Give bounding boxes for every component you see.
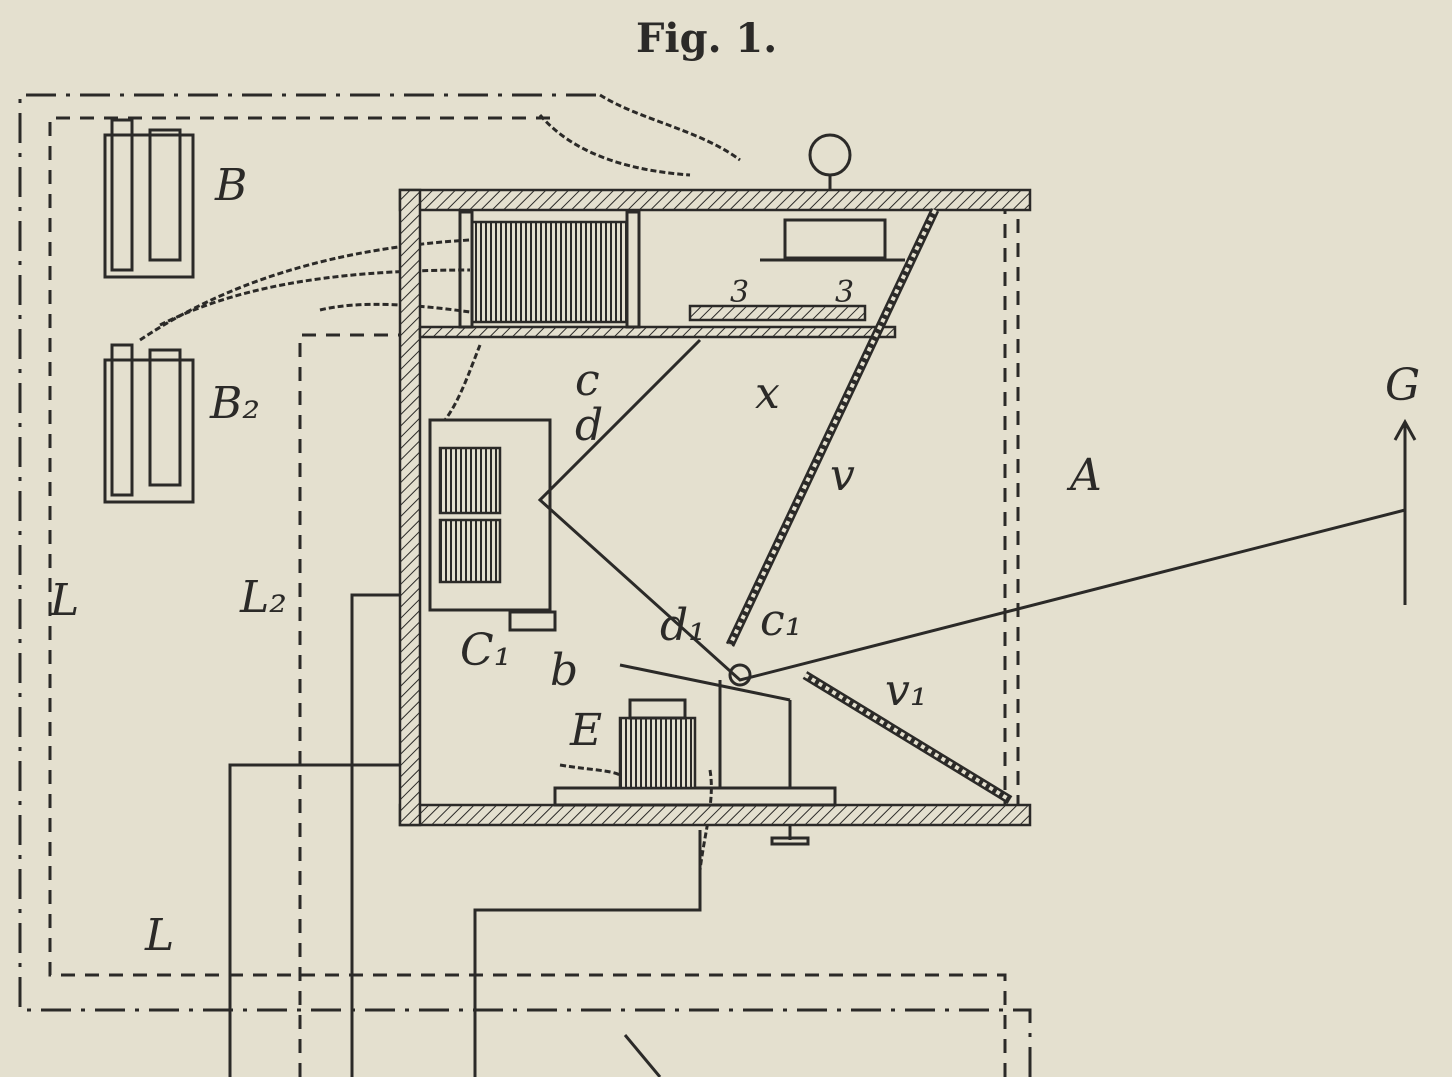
label-target-g: G — [1385, 360, 1420, 411]
label-contact-d: d — [575, 400, 603, 451]
label-line-l-lower: L — [144, 910, 174, 961]
label-lever-b: b — [550, 645, 578, 696]
battery-b — [103, 118, 195, 279]
label-part-3b: 3 — [835, 275, 854, 310]
label-magnet-e: E — [569, 705, 602, 756]
label-contact-d1: d₁ — [660, 600, 706, 651]
label-line-l2: L₂ — [239, 572, 287, 623]
label-mirror-v: v — [830, 450, 855, 501]
label-battery-b: B — [214, 160, 247, 211]
label-lever-x: x — [755, 368, 780, 419]
label-part-3a: 3 — [730, 275, 749, 310]
label-magnet-c1: C₁ — [460, 625, 511, 676]
housing-a — [398, 133, 1406, 846]
label-line-l: L — [49, 575, 79, 626]
target-arrow — [1393, 418, 1417, 605]
battery-b2 — [103, 343, 195, 504]
figure-title: Fig. 1. — [636, 15, 777, 62]
label-mirror-v1: v₁ — [885, 665, 928, 716]
label-battery-b2: B₂ — [209, 378, 260, 429]
label-housing-a: A — [1066, 450, 1102, 501]
label-contact-c1: c₁ — [760, 595, 802, 646]
label-contact-c: c — [575, 355, 600, 406]
figure-labels: B B₂ c d x v A G L L₂ C₁ d₁ c₁ b E v₁ L … — [49, 160, 1420, 961]
